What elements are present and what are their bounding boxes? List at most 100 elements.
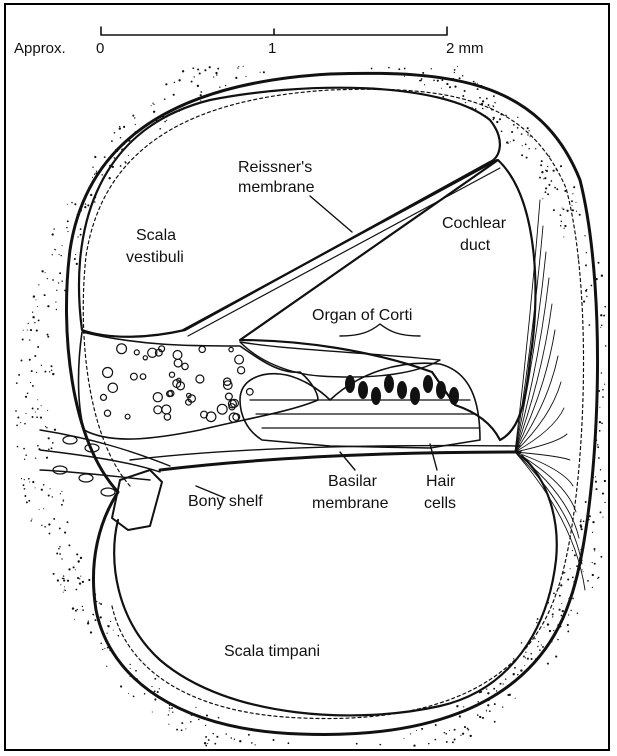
stipple-dot [63, 501, 64, 502]
stipple-dot [552, 613, 554, 615]
stipple-dot [503, 683, 504, 684]
stipple-dot [53, 573, 55, 575]
stipple-dot [212, 733, 214, 735]
stipple-dot [62, 245, 63, 246]
stipple-dot [479, 716, 481, 718]
stipple-dot [599, 407, 600, 408]
stipple-dot [107, 625, 108, 626]
stipple-dot [65, 590, 66, 591]
stipple-dot [52, 442, 54, 444]
stipple-dot [251, 742, 253, 744]
stipple-dot [198, 719, 200, 721]
reissners-label-line1: Reissner's [238, 159, 312, 176]
stipple-dot [45, 426, 46, 427]
stipple-dot [34, 322, 35, 323]
stipple-dot [444, 732, 446, 734]
stipple-dot [544, 627, 545, 628]
stipple-dot [185, 728, 186, 729]
hair-cells-label-line1: Hair [426, 473, 456, 490]
stipple-dot [151, 686, 152, 687]
stipple-dot [87, 622, 89, 624]
stipple-dot [404, 68, 406, 70]
stipple-dot [595, 481, 597, 483]
stipple-dot [59, 546, 61, 548]
stipple-dot [513, 139, 515, 141]
stipple-dot [563, 228, 564, 229]
stipple-dot [238, 66, 239, 67]
stipple-dot [169, 710, 170, 711]
stipple-dot [64, 586, 65, 587]
stipple-dot [404, 76, 405, 77]
stipple-dot [215, 72, 217, 74]
stipple-dot [119, 127, 121, 129]
stipple-dot [419, 80, 421, 82]
stipple-dot [92, 177, 93, 178]
stipple-dot [437, 80, 439, 82]
stipple-dot [585, 290, 587, 292]
stipple-dot [200, 91, 202, 93]
stipple-dot [454, 86, 456, 88]
cochlear-duct-label-line2: duct [460, 237, 491, 254]
stipple-dot [22, 339, 24, 341]
stipple-dot [56, 309, 57, 310]
stipple-dot [16, 425, 18, 427]
stipple-dot [44, 294, 46, 296]
stipple-dot [428, 743, 430, 745]
limbus-cell [101, 394, 107, 400]
stipple-dot [559, 609, 561, 611]
stipple-dot [482, 100, 484, 102]
stipple-dot [205, 745, 207, 747]
stipple-dot [571, 200, 573, 202]
stipple-dot [87, 204, 89, 206]
scala-vestibuli-label-line2: vestibuli [126, 249, 184, 266]
stipple-dot [604, 502, 605, 503]
stipple-dot [541, 160, 543, 162]
stipple-dot [599, 430, 601, 432]
stipple-dot [133, 696, 135, 698]
stipple-dot [586, 296, 588, 298]
stipple-dot [263, 71, 265, 73]
stipple-dot [82, 609, 84, 611]
stipple-dot [542, 198, 543, 199]
stipple-dot [235, 77, 237, 79]
stipple-dot [454, 72, 455, 73]
stipple-dot [553, 170, 555, 172]
stipple-dot [219, 86, 220, 87]
stipple-dot [595, 488, 597, 490]
stipple-dot [28, 500, 30, 502]
stipple-dot [445, 733, 447, 735]
stipple-dot [572, 193, 573, 194]
hair-cell [410, 387, 420, 405]
stipple-dot [32, 408, 34, 410]
stipple-dot [482, 108, 484, 110]
stipple-dot [154, 678, 156, 680]
stipple-dot [433, 80, 435, 82]
stipple-dot [60, 493, 61, 494]
stipple-dot [499, 118, 501, 120]
stipple-dot [46, 457, 48, 459]
stipple-dot [398, 68, 400, 70]
stipple-dot [260, 72, 261, 73]
stipple-dot [209, 66, 211, 68]
stipple-dot [49, 371, 50, 372]
limbus-cell [235, 355, 244, 364]
stipple-dot [123, 126, 125, 128]
stipple-dot [572, 577, 574, 579]
stipple-dot [24, 488, 26, 490]
stipple-dot [527, 134, 528, 135]
stipple-dot [567, 624, 569, 626]
stipple-dot [572, 598, 574, 600]
stipple-dot [40, 417, 42, 419]
stipple-dot [454, 69, 456, 71]
stipple-dot [159, 688, 160, 689]
stipple-dot [164, 121, 166, 123]
stipple-dot [85, 203, 86, 204]
stipple-dot [76, 553, 78, 555]
stipple-dot [446, 741, 448, 743]
stipple-dot [37, 346, 39, 348]
stipple-dot [601, 422, 603, 424]
stipple-dot [547, 193, 549, 195]
stipple-dot [153, 111, 155, 113]
stipple-dot [94, 174, 95, 175]
stipple-dot [589, 324, 591, 326]
